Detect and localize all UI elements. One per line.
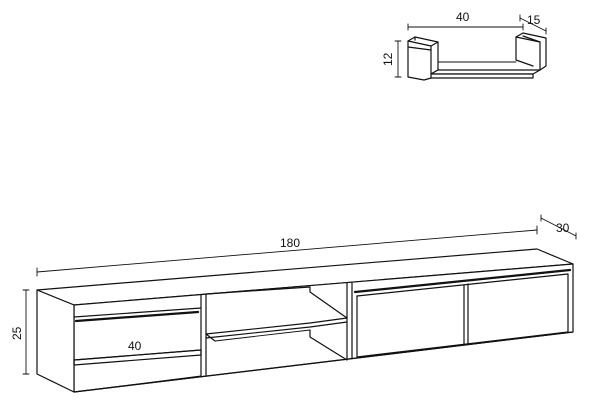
wall-shelf xyxy=(407,32,547,81)
middle-open-shelf xyxy=(205,286,348,361)
shelf-height-label: 12 xyxy=(381,52,395,66)
tv-cabinet xyxy=(36,248,574,393)
shelf-width-label: 40 xyxy=(456,10,470,24)
cabinet-height-dimension: 25 xyxy=(10,289,30,375)
cabinet-width-label: 180 xyxy=(280,236,300,250)
shelf-depth-label: 15 xyxy=(527,13,541,27)
shelf-height-dimension: 12 xyxy=(381,40,402,78)
cabinet-width-dimension: 180 xyxy=(36,225,538,277)
cabinet-height-label: 25 xyxy=(10,326,24,340)
drawer-width-label: 40 xyxy=(128,339,142,353)
shelf-depth-dimension: 15 xyxy=(519,13,547,35)
shelf-width-dimension: 40 xyxy=(407,10,524,31)
cabinet-depth-label: 30 xyxy=(556,221,570,235)
cabinet-depth-dimension: 30 xyxy=(540,214,577,240)
right-doors xyxy=(353,268,572,358)
